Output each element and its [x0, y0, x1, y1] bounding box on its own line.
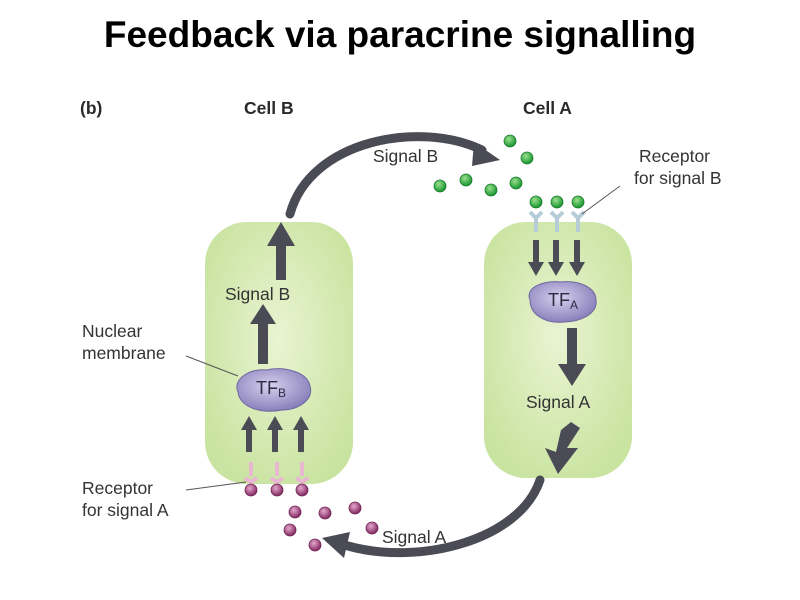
- tf-b-label: TFB: [256, 378, 287, 400]
- cell-a-receptor-arrows: [528, 240, 585, 276]
- nuclear-membrane-line1: Nuclear: [82, 321, 143, 341]
- receptor-b-label-line1: Receptor: [639, 146, 711, 166]
- receptor-a-leader: [185, 481, 247, 491]
- cell-b-signal-arrows: [250, 222, 295, 364]
- tf-a-label: TFA: [548, 290, 579, 312]
- signal-a-molecules: [283, 501, 379, 552]
- receptor-a-label-line1: Receptor: [82, 478, 154, 498]
- cell-a-signal-label: Signal A: [526, 392, 591, 412]
- cell-b-body: [205, 222, 353, 484]
- cell-a-receptors: [528, 195, 586, 232]
- signal-b-extracellular-label: Signal B: [373, 146, 439, 166]
- cell-b-header: Cell B: [244, 98, 294, 118]
- tf-b-shape: [236, 368, 312, 412]
- cell-b-tf-arrows: [241, 416, 309, 452]
- panel-label: (b): [80, 98, 103, 118]
- receptor-b-leader: [581, 185, 621, 215]
- nuclear-membrane-line2: membrane: [82, 343, 166, 363]
- receptor-a-label-line2: for signal A: [82, 500, 169, 520]
- nuclear-membrane-leader: [185, 355, 239, 377]
- cell-a-exit-arrow: [545, 422, 580, 474]
- cell-a-body: [484, 222, 632, 478]
- cell-a-signal-arrows: [545, 328, 586, 474]
- arrow-a-to-b: [343, 475, 545, 558]
- receptor-b-label-line2: for signal B: [634, 168, 722, 188]
- arrow-b-to-a: [285, 132, 487, 219]
- cell-b-receptors: [243, 462, 310, 497]
- signal-b-molecules: [433, 134, 534, 197]
- tf-a-shape: [528, 281, 597, 323]
- cell-b-signal-label: Signal B: [225, 284, 291, 304]
- signal-a-extracellular-label: Signal A: [382, 527, 447, 547]
- page-title: Feedback via paracrine signalling: [103, 14, 697, 55]
- cell-a-header: Cell A: [523, 98, 572, 118]
